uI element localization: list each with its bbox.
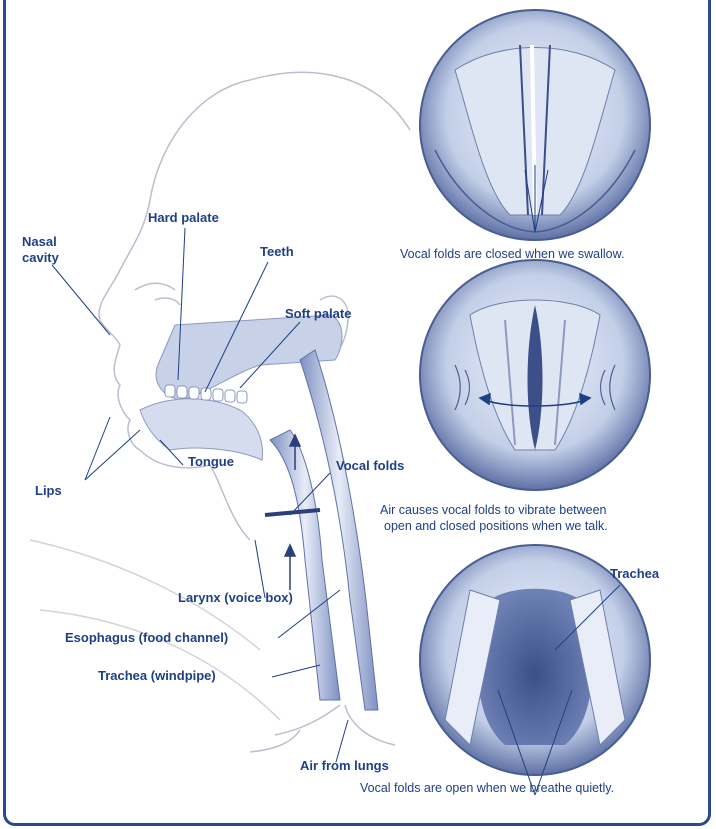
label-trachea: Trachea [610, 566, 660, 581]
label-tongue: Tongue [188, 454, 234, 469]
caption-swallow: Vocal folds are closed when we swallow. [400, 247, 624, 261]
label-soft-palate: Soft palate [285, 306, 351, 321]
label-esophagus: Esophagus (food channel) [65, 630, 228, 645]
label-vocal-folds: Vocal folds [336, 458, 404, 473]
caption-talk-line2: open and closed positions when we talk. [384, 519, 608, 533]
label-air-from-lungs: Air from lungs [300, 758, 389, 773]
vocal-folds-open-illustration [420, 545, 650, 795]
vocal-folds-vibrating-illustration [420, 260, 650, 490]
label-nasal-cavity-line2: cavity [22, 250, 60, 265]
label-lips: Lips [35, 483, 62, 498]
label-hard-palate: Hard palate [148, 210, 219, 225]
label-trachea-windpipe: Trachea (windpipe) [98, 668, 216, 683]
oral-cavity-illustration [140, 315, 395, 752]
label-teeth: Teeth [260, 244, 294, 259]
caption-breathe: Vocal folds are open when we breathe qui… [360, 781, 614, 795]
label-nasal-cavity-line1: Nasal [22, 234, 57, 249]
label-larynx: Larynx (voice box) [178, 590, 293, 605]
caption-talk-line1: Air causes vocal folds to vibrate betwee… [380, 503, 607, 517]
vocal-folds-closed-illustration [420, 10, 650, 240]
